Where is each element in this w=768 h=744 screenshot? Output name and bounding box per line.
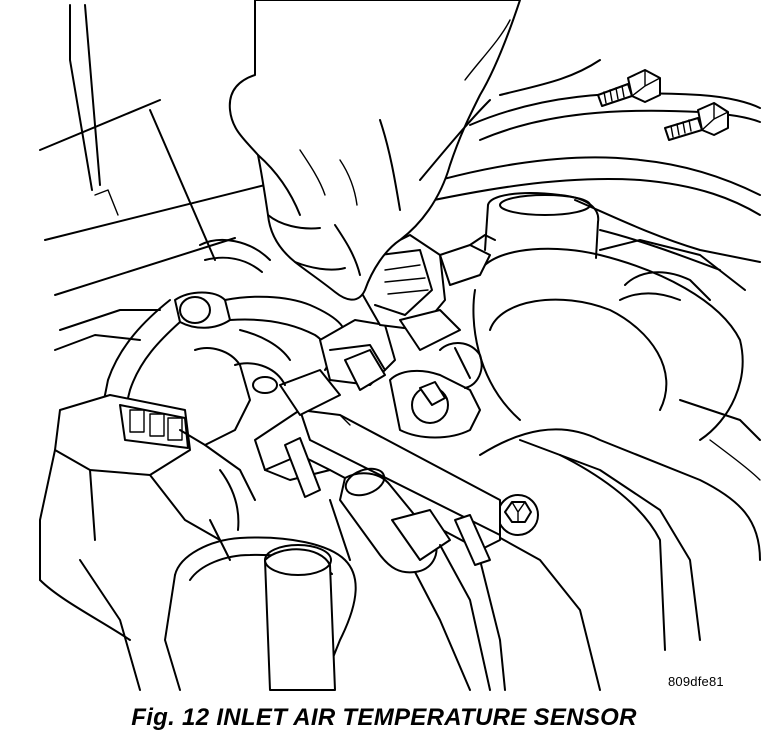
air-cleaner-cover — [479, 399, 761, 691]
intake-duct — [39, 469, 357, 691]
figure-reference-code: 809dfe81 — [668, 674, 724, 689]
bracket-bolt-icon — [497, 494, 539, 536]
hose-icon — [329, 467, 491, 691]
engine-components-mid — [179, 271, 711, 501]
throttle-body — [472, 192, 746, 441]
engine-line-drawing — [39, 0, 761, 691]
inner-fender-panel — [39, 4, 266, 351]
wiring-harness — [404, 92, 761, 271]
figure-caption: Fig. 12 INLET AIR TEMPERATURE SENSOR — [131, 704, 637, 731]
bolt-icon — [664, 102, 729, 141]
sensor-icon — [279, 319, 483, 439]
hand-icon — [228, 0, 601, 301]
harness-connector-left — [39, 394, 221, 581]
bolt-icon — [597, 69, 661, 107]
